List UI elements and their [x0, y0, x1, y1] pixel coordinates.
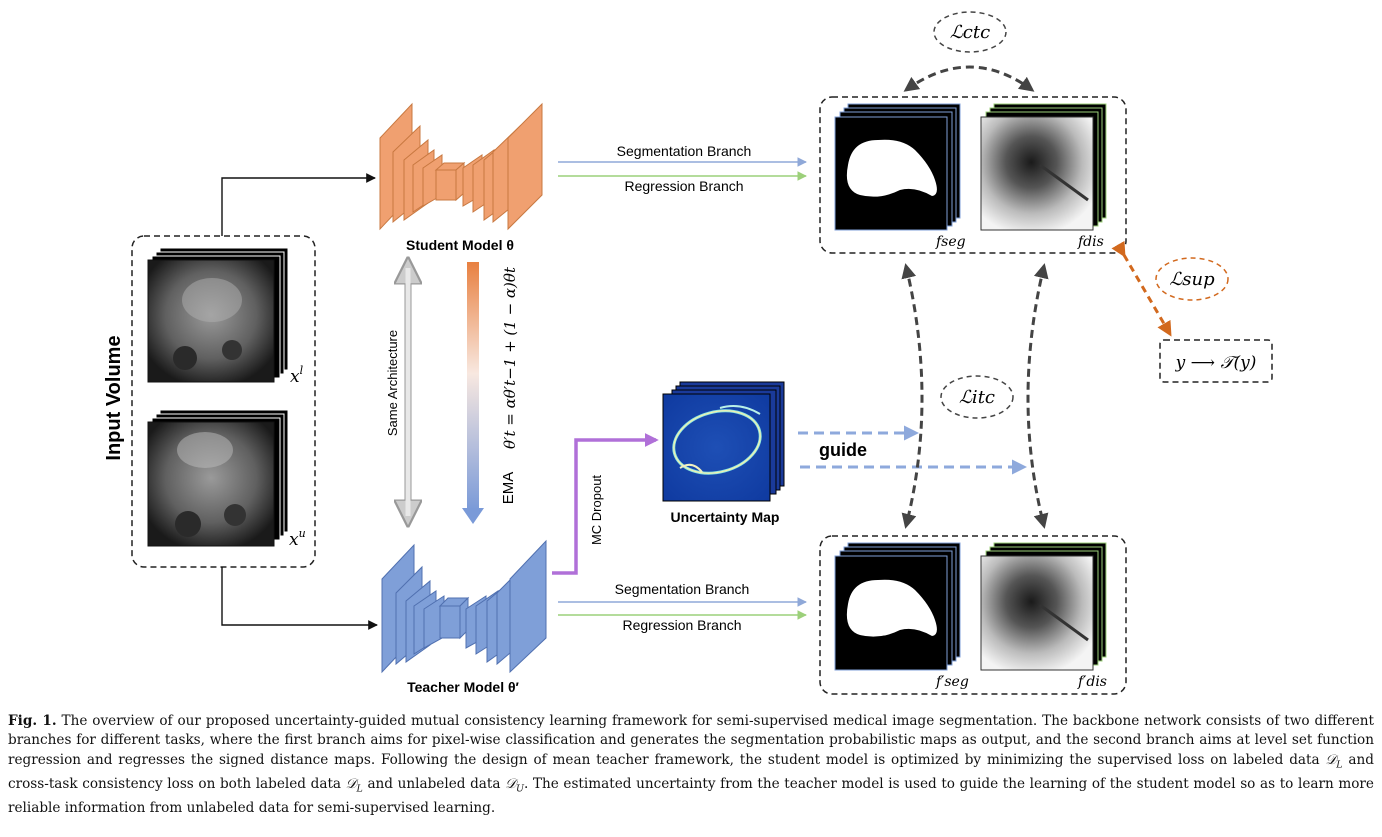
- target-mapping-label: y ⟶ 𝒯(y): [1175, 353, 1257, 373]
- input-volume-group: Input Volume xl xu: [103, 235, 316, 568]
- input-to-student-arrow: [221, 173, 376, 236]
- student-output-box: [819, 96, 1127, 254]
- caption-dl-1: 𝒟L: [1325, 751, 1343, 771]
- student-seg-branch-label: Segmentation Branch: [617, 143, 752, 159]
- f-seg-label: fseg: [935, 234, 966, 250]
- caption-text-2: and cross-task consistency loss on both …: [8, 751, 1374, 792]
- ema-arrow: [462, 262, 484, 524]
- teacher-model-network: [381, 539, 547, 674]
- loss-ctc-label: ℒctc: [950, 22, 990, 43]
- f-seg-prime-label: f′seg: [935, 674, 969, 690]
- input-unlabeled-symbol: xu: [289, 527, 306, 550]
- mc-dropout-arrow: [552, 433, 659, 575]
- caption-text-4: . The estimated uncertainty from the tea…: [8, 775, 1374, 817]
- caption-fig-label: Fig. 1.: [8, 713, 57, 729]
- loss-itc-arrow-left: [901, 263, 924, 529]
- student-model-label: Student Model θ: [406, 237, 514, 253]
- framework-diagram: Input Volume xl xu: [103, 11, 1273, 695]
- student-model-network: [379, 102, 543, 231]
- ema-label: EMA: [500, 472, 517, 505]
- uncertainty-map-label: Uncertainty Map: [671, 509, 780, 525]
- input-volume-label: Input Volume: [103, 335, 125, 460]
- target-mapping-box: [1159, 339, 1273, 383]
- input-to-teacher-arrow: [221, 567, 378, 630]
- loss-ctc-arrow: [903, 65, 1035, 92]
- input-labeled-symbol: xl: [290, 364, 304, 387]
- loss-sup-label: ℒsup: [1169, 269, 1215, 290]
- mc-dropout-label: MC Dropout: [589, 475, 604, 545]
- caption-du: 𝒟U: [505, 775, 524, 795]
- teacher-output-box: [819, 535, 1127, 695]
- guide-label: guide: [819, 440, 867, 460]
- labeled-image-stack: [147, 247, 289, 383]
- loss-itc-ellipse: [940, 375, 1014, 419]
- same-architecture-label: Same Architecture: [385, 330, 400, 436]
- student-reg-branch-label: Regression Branch: [624, 178, 743, 194]
- figure-caption: Fig. 1. The overview of our proposed unc…: [8, 712, 1374, 818]
- loss-itc-arrow-right: [1026, 263, 1049, 529]
- input-volume-box: [131, 235, 316, 568]
- unlabeled-image-stack: [147, 409, 289, 547]
- teacher-seg-branch-label: Segmentation Branch: [615, 581, 750, 597]
- f-dis-prime-label: f′dis: [1077, 674, 1107, 690]
- loss-itc-label: ℒitc: [959, 387, 995, 408]
- uncertainty-map-stack: [662, 381, 785, 502]
- student-dist-map-stack: [980, 103, 1107, 231]
- teacher-dist-map-stack: [980, 542, 1107, 671]
- loss-ctc-ellipse: [933, 11, 1007, 53]
- ema-formula: θ′t = αθ′t−1 + (1 − α)θt: [501, 266, 519, 449]
- caption-text-3: and unlabeled data: [362, 775, 506, 792]
- teacher-model-label: Teacher Model θ′: [407, 679, 519, 695]
- student-seg-map-stack: [834, 103, 961, 231]
- loss-sup-arrow: [1111, 240, 1172, 337]
- teacher-seg-map-stack: [834, 542, 961, 671]
- teacher-reg-branch-label: Regression Branch: [622, 617, 741, 633]
- caption-text-1: The overview of our proposed uncertainty…: [8, 713, 1374, 768]
- f-dis-label: fdis: [1077, 234, 1104, 250]
- caption-dl-2: 𝒟L: [345, 775, 363, 795]
